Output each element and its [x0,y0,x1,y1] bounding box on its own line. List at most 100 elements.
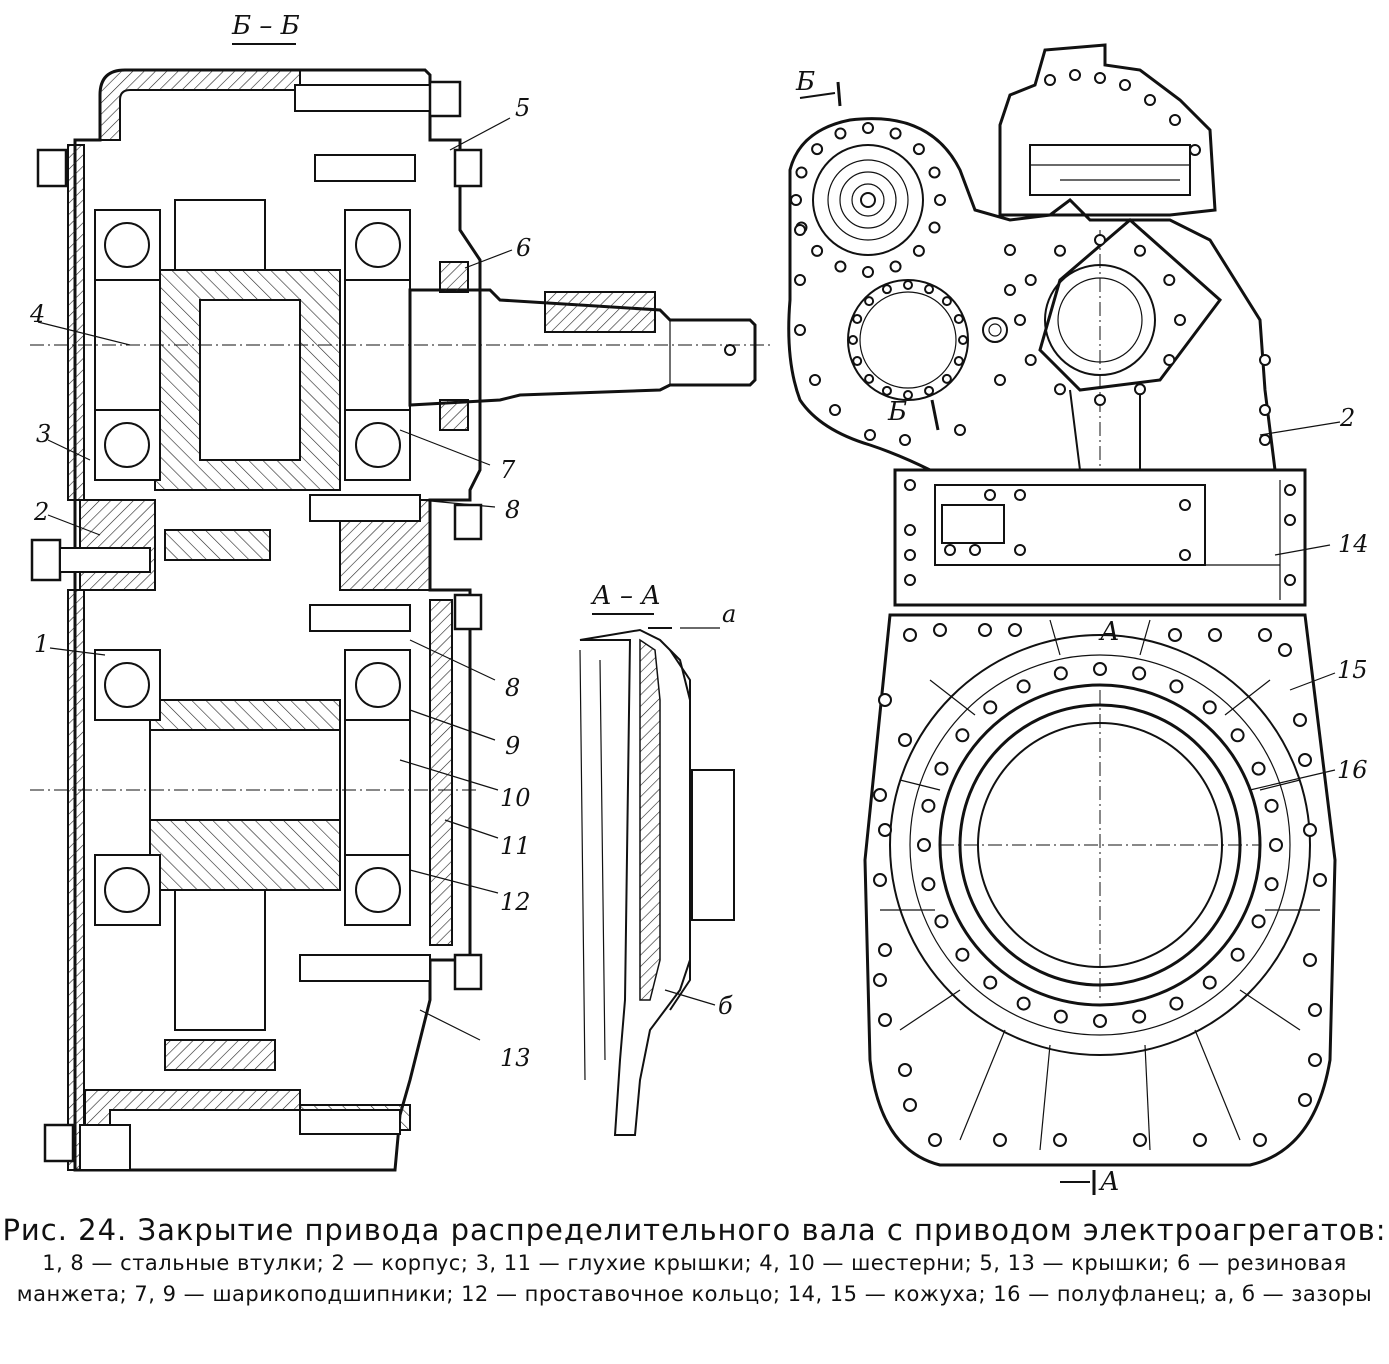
callout-12: 12 [500,888,531,916]
bolt-hole [1014,314,1026,326]
bolt-hole [984,489,996,501]
bolt-hole [1163,274,1176,286]
bolt-hole [1044,74,1056,86]
bolt-hole [921,798,936,813]
callout-5: 5 [515,94,530,122]
bolt-hole [834,260,847,273]
part-callouts-right: 2 14 15 16 [1249,404,1369,791]
callout-8-lower: 8 [505,674,520,702]
bolt-hole [941,373,952,384]
bolt-hole [1174,314,1186,326]
bolt-hole [864,373,875,384]
bolt-hole [1014,489,1026,501]
figure-caption: Рис. 24. Закрытие привода распределитель… [0,1212,1389,1310]
callout-14: 14 [1338,530,1369,558]
bolt-hole [953,313,964,324]
bolt-hole [1132,666,1147,681]
cut-a-lower: А [1098,1167,1120,1197]
bolt-hole [904,524,916,536]
bolt-hole [904,549,916,561]
bolt-hole [1054,383,1066,396]
bolt-hole [1024,354,1037,366]
bolt-hole [889,127,902,140]
flange-plate [863,613,1337,1167]
bolt-hole [873,873,887,887]
bolt-hole [903,390,913,400]
bolt-hole [1053,1133,1067,1147]
bolts-right [36,80,483,1171]
bolt-hole [1202,975,1217,990]
bolt-hole [1169,114,1181,126]
caption-legend: 1, 8 — стальные втулки; 2 — корпус; 3, 1… [16,1251,1373,1306]
technical-drawing: Б – Б [29,11,1369,1197]
bolt-hole [1163,354,1176,366]
bolt-hole [1132,1009,1147,1024]
bolt-hole [829,404,841,416]
callout-9: 9 [505,732,520,760]
bolt-hole [1284,484,1296,496]
bolt-hole [1189,144,1201,156]
bolt-hole [1008,623,1022,637]
bolt-hole [1308,1003,1322,1017]
bolt-hole [1298,753,1312,767]
bolt-hole [1144,94,1156,106]
bolt-hole [862,122,874,134]
bolt-hole [1259,404,1271,416]
bolt-hole [1094,234,1106,246]
bolt-hole [904,479,916,491]
bolt-hole [928,1133,942,1147]
bolt-hole [983,975,998,990]
bolt-hole [1004,244,1016,256]
bolt-hole [1024,274,1037,286]
bolt-hole [864,296,875,307]
bolt-hole [955,947,970,962]
bolt-hole [1179,499,1191,511]
bolt-hole [899,434,911,446]
bolt-hole [881,385,892,396]
bolt-hole [1093,1014,1107,1028]
bolt-hole [928,166,941,179]
gap-b-label: б [718,992,733,1020]
bolt-hole [1134,383,1146,396]
bolt-hole [1251,761,1266,776]
bolt-hole [1169,679,1184,694]
bolt-hole [852,313,863,324]
bolt-hole [1016,679,1031,694]
callout-4: 4 [29,300,45,328]
caption-title: Рис. 24. Закрытие привода распределитель… [2,1213,1387,1247]
bolt-hole [1168,628,1182,642]
bolt-hole [878,943,892,957]
bolt-hole [953,356,964,367]
bolt-hole [969,544,981,556]
bolt-hole [864,429,876,441]
bolt-hole [862,266,874,278]
bolt-hole [924,284,935,295]
bolt-hole [1094,394,1106,406]
bolt-hole [1016,996,1031,1011]
bolt-hole [1253,1133,1267,1147]
bolt-hole [795,166,808,179]
bolt-hole [954,424,966,436]
bolt-hole [1230,728,1245,743]
bolt-hole [904,574,916,586]
bolt-hole [1053,666,1068,681]
bolt-hole [1258,628,1272,642]
bolt-hole [878,823,892,837]
bolt-hole [1259,434,1271,446]
callout-1: 1 [34,630,49,658]
bolt-hole [1303,823,1317,837]
bolt-hole [1179,549,1191,561]
bolt-hole [955,728,970,743]
bolt-hole [1134,244,1146,257]
front-view: Б Б [787,43,1369,1197]
bolt-hole [898,1063,912,1077]
bolt-hole [1094,72,1106,84]
bolt-hole [941,296,952,307]
bolt-hole [917,838,931,852]
bolt-hole [1293,713,1307,727]
bolt-hole [934,914,949,929]
bolt-hole [934,761,949,776]
callout-15: 15 [1337,656,1368,684]
bolt-hole [978,623,992,637]
bolt-hole [934,194,946,206]
